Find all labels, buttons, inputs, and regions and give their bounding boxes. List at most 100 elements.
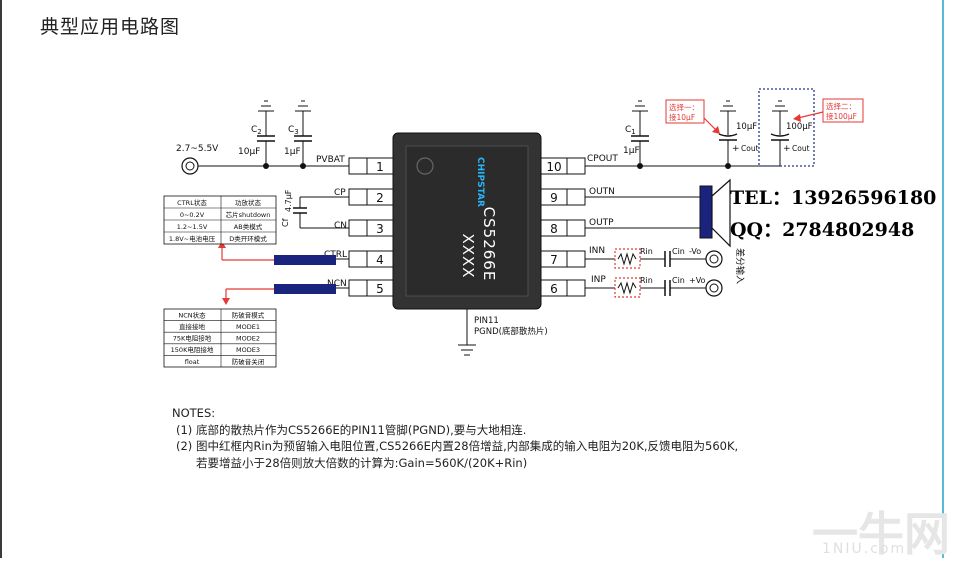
cout2-value: 100μF (786, 122, 813, 132)
capacitor-cout-100uf (770, 100, 790, 166)
table-cell: 1.8V~电池电压 (169, 234, 216, 243)
chip-code: XXXX (459, 233, 477, 278)
svg-text:接100μF: 接100μF (826, 111, 857, 121)
option2-callout: 选择二： 接100μF (793, 98, 864, 123)
cin-label: Cin (672, 276, 685, 285)
table-cell: 75K电阻接地 (173, 334, 212, 343)
table-cell: 芯片shutdown (226, 210, 271, 219)
capacitor-c3 (294, 100, 312, 166)
rin-label: Rin (640, 247, 653, 256)
pin-name: CP (334, 188, 346, 198)
notes: NOTES: (1) 底部的散热片作为CS5266E的PIN11管脚(PGND)… (172, 405, 738, 471)
cin-inn (664, 251, 671, 267)
c2-value: 10μF (238, 147, 260, 157)
note-3: 若要增益小于28倍则放大倍数的计算为:Gain=560K/(20K+Rin) (196, 455, 528, 470)
c3-value: 1μF (284, 147, 301, 157)
c3-label: C3 (288, 125, 299, 136)
table-cell: float (185, 358, 200, 366)
pin-name: OUTP (589, 218, 614, 228)
cout1-label: Cout (741, 144, 759, 153)
c1-value: 1μF (623, 146, 640, 156)
pin-number: 5 (376, 282, 384, 296)
pin-number: 4 (376, 253, 384, 267)
svg-text:选择一：: 选择一： (669, 102, 699, 112)
pin-number: 10 (546, 160, 561, 174)
table-cell: 1.2~1.5V (177, 223, 208, 231)
rin-reserved-inp (614, 277, 641, 298)
rin-label: Rin (640, 276, 653, 285)
table-header: 防破音模式 (232, 311, 265, 320)
pin-name: CN (334, 221, 347, 231)
capacitor-cout-10uf (718, 100, 738, 166)
capacitor-c1 (631, 100, 649, 166)
watermark-logo: 一牛网 (812, 507, 950, 561)
ctrl-arrow (218, 241, 274, 261)
cin-inp (664, 280, 671, 296)
notes-heading: NOTES: (172, 406, 216, 420)
pin-name: OUTN (589, 187, 615, 197)
cout1-plus: + (732, 144, 740, 154)
pin-number: 2 (376, 191, 384, 205)
note-2: (2) 图中红框内Rin为预留输入电阻位置,CS5266E内置28倍增益,内部集… (176, 439, 739, 453)
ground-icon (458, 344, 476, 356)
note-1: (1) 底部的散热片作为CS5266E的PIN11管脚(PGND),要与大地相连… (176, 422, 527, 437)
pin-name: CPOUT (587, 154, 618, 164)
table-cell: MODE2 (236, 335, 260, 343)
differential-input-label: 差分输入 (734, 248, 746, 284)
watermark-url: 1NIU.com (822, 541, 907, 557)
table-cell: 150K电阻接地 (171, 345, 214, 354)
left-pins: 1 PVBAT 2 CP 3 CN 4 CTRL 5 NCN (316, 155, 394, 297)
svg-text:接10μF: 接10μF (669, 112, 695, 122)
ncn-table: NCN状态 防破音模式 直接接地 MODE1 75K电阻接地 MODE2 150… (163, 308, 277, 368)
pin-number: 1 (376, 160, 384, 174)
right-frame-line (942, 0, 944, 558)
option2-dotted-box (758, 88, 815, 167)
vo-minus-label: -Vo (689, 247, 701, 256)
c1-label: C1 (625, 125, 636, 136)
svg-text:选择二：: 选择二： (826, 101, 856, 111)
pin-number: 6 (550, 282, 558, 296)
pin-name: INN (589, 246, 605, 256)
chip-part-number: CS5266E (480, 207, 498, 282)
cin-label: Cin (672, 247, 685, 256)
table-cell: 防破音关闭 (232, 357, 265, 366)
pin11-label: PIN11 (474, 316, 499, 326)
table-header: NCN状态 (178, 311, 206, 320)
flying-capacitor-cf (293, 196, 349, 229)
option1-callout: 选择一： 接10μF (665, 99, 720, 134)
pin-number: 7 (550, 253, 558, 267)
cf-value: 4.7μF (284, 189, 293, 212)
speaker-icon (699, 178, 731, 248)
pin1-marker (416, 157, 434, 175)
right-pins: 10 CPOUT 9 OUTN 8 OUTP 7 INN 6 INP (540, 154, 618, 297)
ctrl-table: CTRL状态 功放状态 0~0.2V 芯片shutdown 1.2~1.5V A… (163, 195, 277, 245)
input-terminal-minus (705, 250, 723, 268)
table-cell: D类开环模式 (229, 234, 267, 243)
table-cell: MODE1 (236, 323, 260, 331)
contact-tel: TEL：13926596180 (730, 187, 937, 209)
table-cell: 0~0.2V (180, 211, 205, 219)
ncn-arrow (222, 288, 274, 305)
table-cell: AB类模式 (234, 222, 263, 231)
pin-number: 3 (376, 222, 384, 236)
pin-name: NCN (327, 279, 347, 289)
input-terminal-plus (705, 279, 723, 297)
pgnd-label: PGND(底部散热片) (474, 326, 548, 337)
supply-voltage-label: 2.7~5.5V (176, 144, 219, 154)
pin-name: INP (591, 275, 606, 285)
table-cell: 直接接地 (179, 322, 206, 331)
capacitor-c2 (257, 100, 275, 166)
chip-logo: CHIPSTAR (475, 157, 485, 207)
cout2-plus: + (783, 144, 791, 154)
cf-label: Cf (281, 218, 290, 227)
pin-number: 8 (550, 222, 558, 236)
page-title: 典型应用电路图 (40, 16, 181, 38)
contact-qq: QQ：2784802948 (730, 219, 915, 241)
table-cell: MODE3 (236, 346, 260, 354)
vo-plus-label: +Vo (689, 276, 706, 285)
ncn-input-bar (274, 284, 336, 294)
table-header: 功放状态 (235, 198, 262, 207)
cout1-value: 10μF (736, 122, 757, 132)
c2-label: C2 (251, 125, 262, 136)
